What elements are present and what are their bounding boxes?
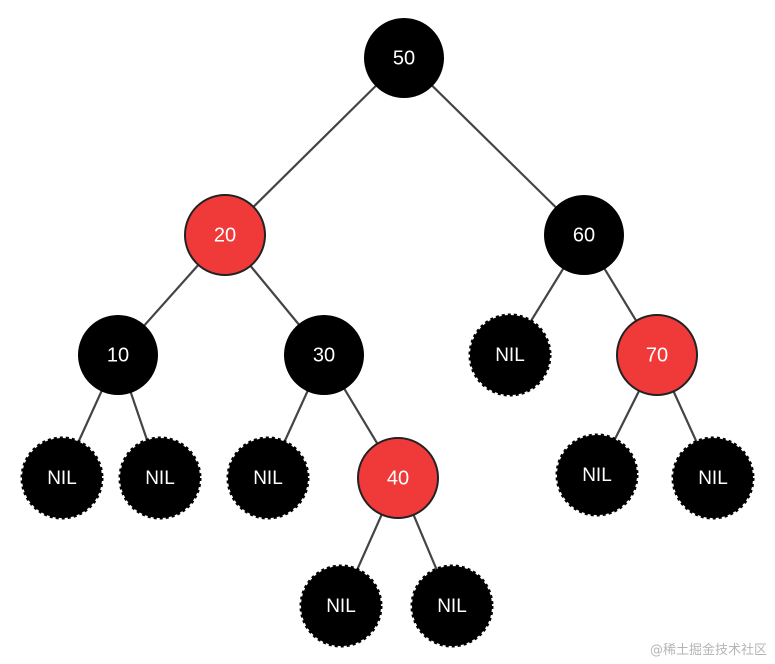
node-label: NIL	[698, 468, 728, 489]
node-circle	[20, 436, 104, 520]
node-circle	[226, 436, 310, 520]
black-node-30: 30	[284, 315, 364, 395]
watermark-text: @稀土掘金技术社区	[649, 643, 767, 658]
node-label: NIL	[495, 345, 525, 366]
node-label: NIL	[326, 596, 356, 617]
node-label: 50	[393, 47, 415, 69]
node-label: 20	[214, 224, 236, 246]
node-label: 60	[573, 224, 595, 246]
node-label: NIL	[47, 468, 77, 489]
node-circle	[364, 18, 444, 98]
node-label: NIL	[145, 468, 175, 489]
black-node-50: 50	[364, 18, 444, 98]
red-node-40: 40	[357, 437, 439, 519]
red-node-70: 70	[616, 314, 698, 396]
tree-edge-n50-n60	[403, 57, 585, 236]
black-node-10: 10	[78, 315, 158, 395]
node-label: 10	[107, 344, 129, 366]
black-node-60: 60	[544, 195, 624, 275]
node-circle	[616, 314, 698, 396]
nil-leaf-nil: NIL	[410, 564, 494, 648]
node-circle	[468, 313, 552, 397]
node-circle	[299, 564, 383, 648]
node-circle	[544, 195, 624, 275]
node-circle	[410, 564, 494, 648]
node-label: 30	[313, 344, 335, 366]
node-circle	[357, 437, 439, 519]
nil-leaf-nil: NIL	[468, 313, 552, 397]
node-circle	[671, 436, 755, 520]
node-circle	[78, 315, 158, 395]
node-circle	[184, 194, 266, 276]
tree-edges	[60, 57, 715, 607]
nil-leaf-nil: NIL	[671, 436, 755, 520]
nil-leaf-nil: NIL	[555, 433, 639, 517]
node-label: 40	[387, 467, 409, 489]
red-node-20: 20	[184, 194, 266, 276]
node-circle	[118, 436, 202, 520]
node-circle	[284, 315, 364, 395]
nil-leaf-nil: NIL	[118, 436, 202, 520]
node-label: 70	[646, 344, 668, 366]
nil-leaf-nil: NIL	[20, 436, 104, 520]
nil-leaf-nil: NIL	[299, 564, 383, 648]
node-label: NIL	[437, 596, 467, 617]
node-label: NIL	[582, 465, 612, 486]
node-label: NIL	[253, 468, 283, 489]
node-circle	[555, 433, 639, 517]
nil-leaf-nil: NIL	[226, 436, 310, 520]
tree-edge-n50-n20	[224, 57, 405, 236]
